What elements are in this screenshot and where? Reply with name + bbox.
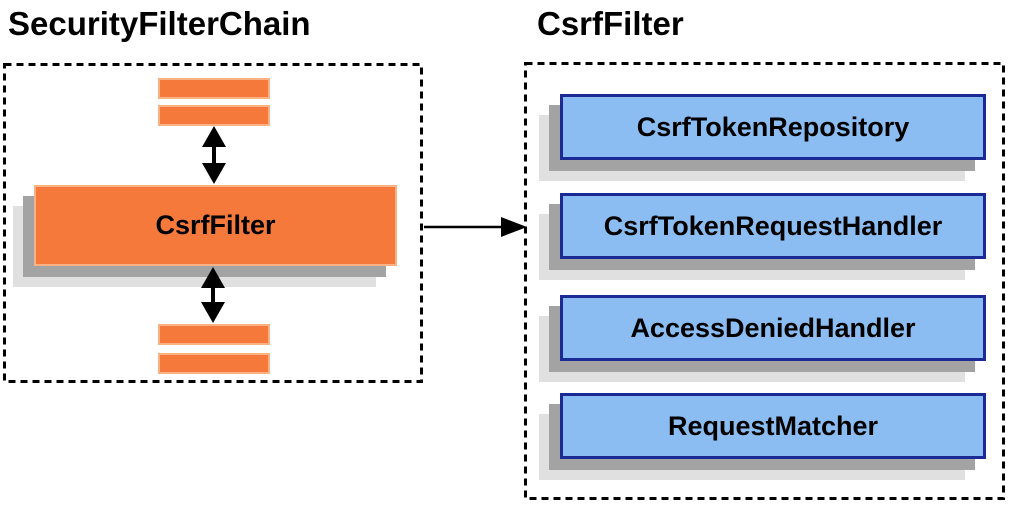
component-label: CsrfTokenRequestHandler: [603, 210, 943, 241]
double-arrow-bottom: [201, 267, 225, 323]
left-section-title: SecurityFilterChain: [8, 5, 311, 42]
component-label: CsrfTokenRepository: [636, 111, 910, 142]
component-request-matcher: RequestMatcher: [560, 393, 986, 459]
csrf-filter-node: CsrfFilter: [34, 185, 397, 266]
filter-chain-bar-bottom-2: [158, 353, 270, 374]
csrf-filter-node-label: CsrfFilter: [155, 210, 276, 240]
filter-chain-bar-top-1: [158, 78, 270, 99]
flow-arrow-right: [424, 217, 527, 237]
double-arrow-top: [202, 126, 226, 184]
right-section-title: CsrfFilter: [537, 5, 684, 42]
component-csrf-token-request-handler: CsrfTokenRequestHandler: [560, 193, 986, 259]
component-label: RequestMatcher: [667, 410, 879, 441]
component-access-denied-handler: AccessDeniedHandler: [560, 295, 986, 361]
component-csrf-token-repository: CsrfTokenRepository: [560, 94, 986, 160]
component-label: AccessDeniedHandler: [630, 312, 916, 343]
filter-chain-bar-bottom-1: [158, 324, 270, 345]
filter-chain-bar-top-2: [158, 105, 270, 126]
